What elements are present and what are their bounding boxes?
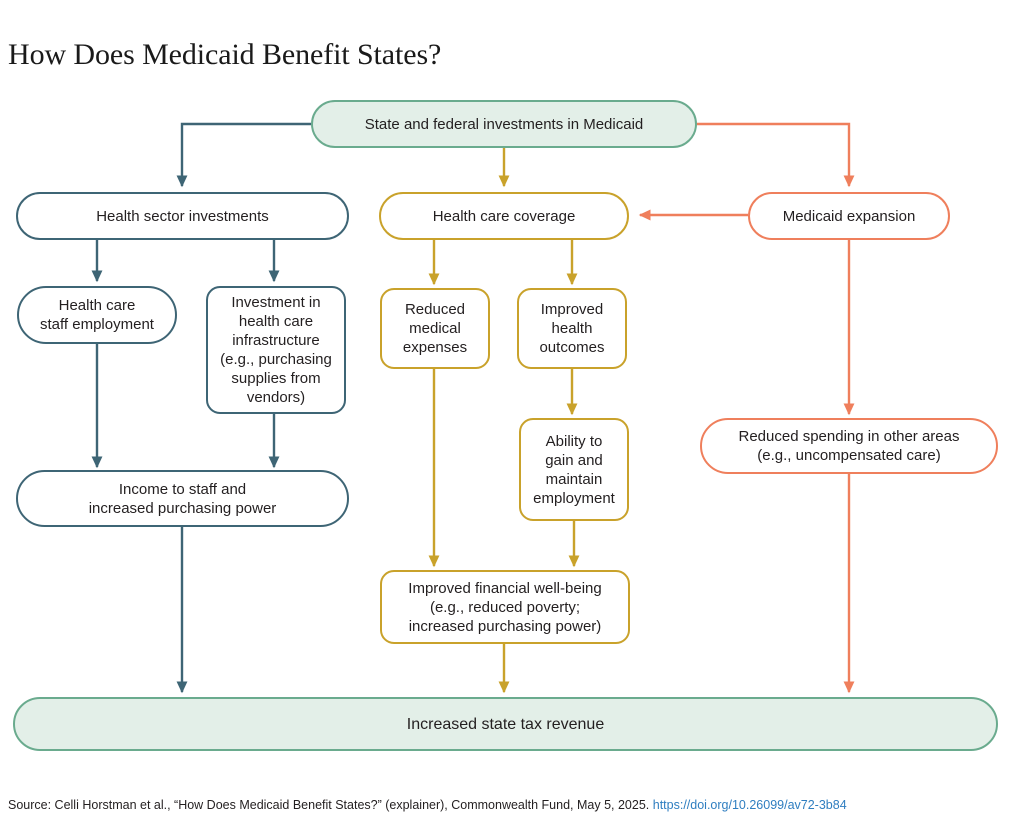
- node-label: Medicaid expansion: [782, 207, 916, 225]
- node-label: Income to staff and increased purchasing…: [88, 480, 277, 517]
- edge-investments-to-health-sector: [176, 122, 311, 188]
- node-label: Health care staff employment: [40, 297, 154, 333]
- node-improved-health-outcomes[interactable]: Improved health outcomes: [517, 288, 627, 369]
- node-income-to-staff[interactable]: Income to staff and increased purchasing…: [16, 470, 349, 527]
- node-health-care-staff-employment[interactable]: Health care staff employment: [17, 286, 177, 344]
- node-reduced-spending-other-areas[interactable]: Reduced spending in other areas (e.g., u…: [700, 418, 998, 474]
- node-increased-state-tax-revenue[interactable]: Increased state tax revenue: [13, 697, 998, 751]
- node-label: Reduced spending in other areas (e.g., u…: [738, 428, 960, 464]
- node-improved-financial-wellbeing[interactable]: Improved financial well-being (e.g., red…: [380, 570, 630, 644]
- edge-investments-to-expansion: [697, 122, 855, 188]
- node-label: Increased state tax revenue: [406, 715, 605, 733]
- node-label: Reduced medical expenses: [402, 301, 468, 356]
- node-label: Investment in health care infrastructure…: [220, 294, 332, 406]
- node-health-care-coverage[interactable]: Health care coverage: [379, 192, 629, 240]
- node-medicaid-expansion[interactable]: Medicaid expansion: [748, 192, 950, 240]
- node-label: Health sector investments: [96, 207, 269, 225]
- node-reduced-medical-expenses[interactable]: Reduced medical expenses: [380, 288, 490, 369]
- node-state-federal-investments[interactable]: State and federal investments in Medicai…: [311, 100, 697, 148]
- node-label: Ability to gain and maintain employment: [533, 432, 615, 507]
- node-health-care-infrastructure[interactable]: Investment in health care infrastructure…: [206, 286, 346, 414]
- source-note: Source: Celli Horstman et al., “How Does…: [8, 797, 847, 813]
- node-label: Improved financial well-being (e.g., red…: [408, 579, 602, 635]
- node-ability-to-gain-employment[interactable]: Ability to gain and maintain employment: [519, 418, 629, 521]
- source-text: Source: Celli Horstman et al., “How Does…: [8, 798, 650, 812]
- node-label: Health care coverage: [432, 207, 576, 225]
- source-doi-link[interactable]: https://doi.org/10.26099/av72-3b84: [652, 798, 847, 812]
- node-health-sector-investments[interactable]: Health sector investments: [16, 192, 349, 240]
- node-label: Improved health outcomes: [539, 301, 605, 356]
- page-title: How Does Medicaid Benefit States?: [8, 38, 442, 72]
- node-label: State and federal investments in Medicai…: [364, 115, 644, 133]
